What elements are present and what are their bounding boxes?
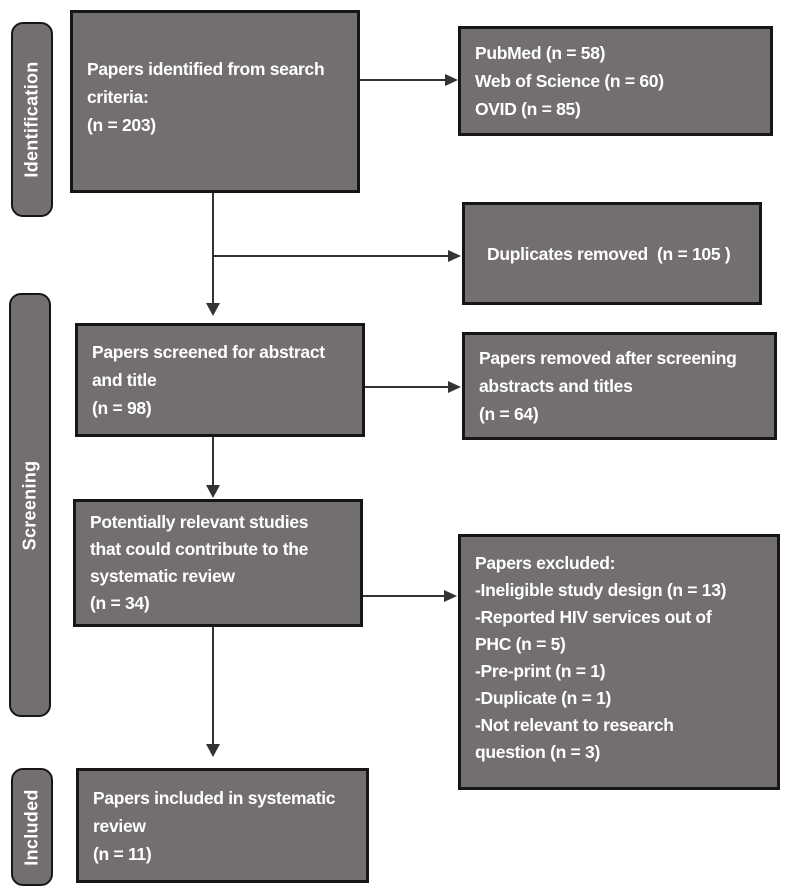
stage-label-identification: Identification <box>21 61 42 178</box>
arrow-identified-to-databases-head-icon <box>445 74 458 86</box>
box-text-line: criteria: <box>87 87 149 107</box>
box-text-line: and title <box>92 370 157 390</box>
box-text-line: -Duplicate (n = 1) <box>475 688 612 708</box>
box-text-line: (n = 34) <box>90 593 150 613</box>
box-text-line: Duplicates removed (n = 105 ) <box>487 243 731 264</box>
box-text-line: Papers excluded: <box>475 553 616 573</box>
arrow-identified-to-screened-line <box>212 193 214 312</box>
box-potentially-relevant-studies: Potentially relevant studies that could c… <box>73 499 363 627</box>
box-text-line: PHC (n = 5) <box>475 634 566 654</box>
arrow-screened-to-removed-head-icon <box>448 381 461 393</box>
box-duplicates-removed: Duplicates removed (n = 105 ) <box>462 202 762 305</box>
arrow-relevant-to-included-line <box>212 627 214 746</box>
arrow-branch-to-duplicates-head-icon <box>448 250 461 262</box>
arrow-screened-to-removed-line <box>365 386 449 388</box>
box-text-line: -Not relevant to research <box>475 715 674 735</box>
box-text-line: question (n = 3) <box>475 742 600 762</box>
box-papers-screened: Papers screened for abstract and title (n … <box>75 323 365 437</box>
box-papers-identified: Papers identified from search criteria: (n… <box>70 10 360 193</box>
box-text-line: PubMed (n = 58) <box>475 43 606 63</box>
box-database-counts: PubMed (n = 58) Web of Science (n = 60) OV… <box>458 26 773 136</box>
box-text-line: Papers included in systematic <box>93 787 336 808</box>
box-text-line: (n = 64) <box>479 404 539 424</box>
box-papers-removed-after-screening: Papers removed after screening abstracts … <box>462 332 777 440</box>
stage-label-included: Included <box>21 788 42 866</box>
box-papers-excluded: Papers excluded: -Ineligible study design… <box>458 534 780 790</box>
arrow-relevant-to-excluded-line <box>363 595 445 597</box>
box-text-line: review <box>93 815 146 836</box>
arrow-branch-to-duplicates-line <box>213 255 449 257</box>
box-text-line: that could contribute to the <box>90 539 309 559</box>
arrow-screened-to-relevant-line <box>212 437 214 487</box>
box-text-line: systematic review <box>90 566 235 586</box>
box-text-line: -Pre-print (n = 1) <box>475 661 606 681</box>
arrow-identified-to-databases-line <box>360 79 448 81</box>
box-text-line: Papers removed after screening <box>479 348 737 368</box>
arrow-relevant-to-excluded-head-icon <box>444 590 457 602</box>
box-text-line: (n = 11) <box>93 843 152 864</box>
box-text-line: (n = 98) <box>92 398 152 418</box>
arrow-relevant-to-included-head-icon <box>206 744 220 757</box>
arrow-identified-to-screened-head-icon <box>206 303 220 316</box>
box-text-line: (n = 203) <box>87 115 156 135</box>
arrow-screened-to-relevant-head-icon <box>206 485 220 498</box>
box-text-line: Papers identified from search <box>87 59 325 79</box>
stage-tab-identification: Identification <box>11 22 53 217</box>
box-text-line: Potentially relevant studies <box>90 512 309 532</box>
box-text-line: abstracts and titles <box>479 376 633 396</box>
box-text-line: Papers screened for abstract <box>92 342 325 362</box>
stage-tab-included: Included <box>11 768 53 886</box>
box-text-line: OVID (n = 85) <box>475 99 581 119</box>
box-text-line: Web of Science (n = 60) <box>475 71 664 91</box>
box-text-line: -Ineligible study design (n = 13) <box>475 580 727 600</box>
box-papers-included: Papers included in systematic review (n = … <box>76 768 369 883</box>
box-text-line: -Reported HIV services out of <box>475 607 712 627</box>
stage-tab-screening: Screening <box>9 293 51 717</box>
stage-label-screening: Screening <box>19 460 40 550</box>
